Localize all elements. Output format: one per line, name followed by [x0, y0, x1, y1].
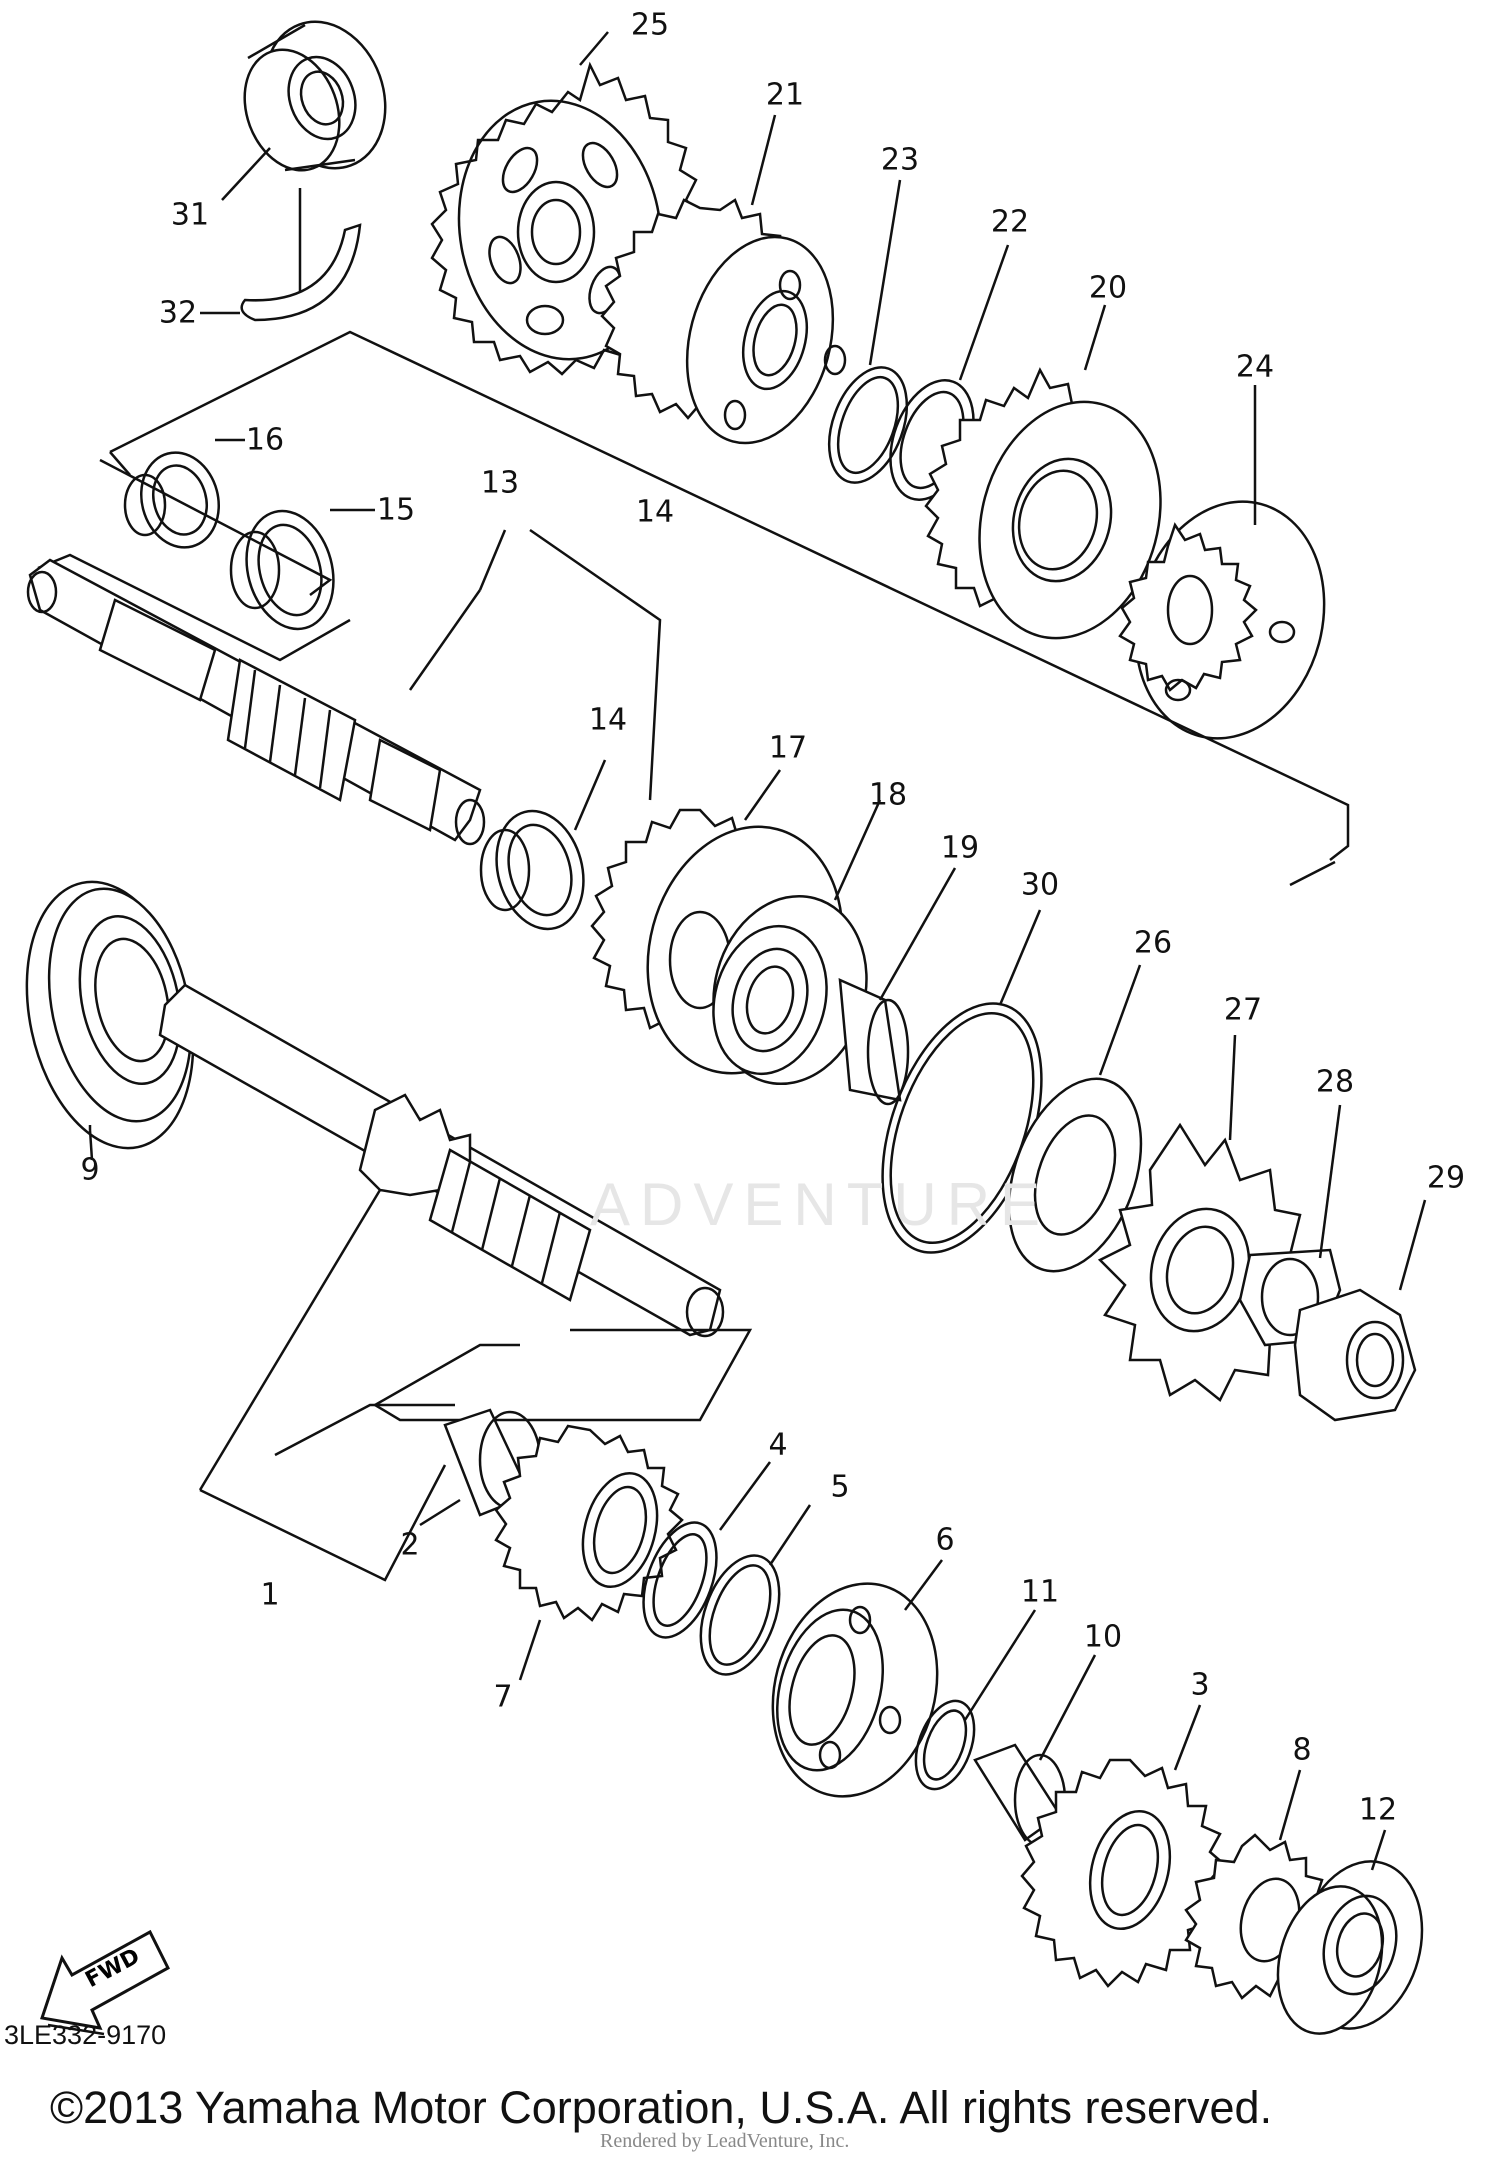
- callout-label: 24: [1235, 349, 1275, 385]
- part-24-gear: [1118, 500, 1326, 740]
- callout-label: 23: [880, 142, 920, 178]
- callout-label: 20: [1088, 270, 1128, 306]
- callout-label: 16: [245, 422, 285, 458]
- part-1-drive-axle: [158, 983, 725, 1338]
- part-26-washer: [1007, 1077, 1143, 1273]
- part-14-bushing: [479, 809, 585, 931]
- diagram-code: 3LE332-9170: [4, 2020, 167, 2050]
- callout-label: 14: [635, 494, 675, 530]
- callout-label: 4: [768, 1427, 788, 1463]
- callout-label: 26: [1133, 925, 1173, 961]
- callout-label: 29: [1426, 1160, 1466, 1196]
- part-5-circlip: [699, 1554, 781, 1676]
- part-11-washer: [914, 1699, 976, 1791]
- callout-label: 25: [630, 7, 670, 43]
- callout-label: 9: [80, 1152, 100, 1188]
- callout-label: 31: [170, 197, 210, 233]
- callout-label: 8: [1292, 1732, 1312, 1768]
- callout-label: 19: [940, 830, 980, 866]
- callout-label: 1: [260, 1577, 280, 1613]
- copyright-notice: ©2013 Yamaha Motor Corporation, U.S.A. A…: [50, 2082, 1273, 2133]
- callout-label: 6: [935, 1522, 955, 1558]
- callout-label: 30: [1020, 867, 1060, 903]
- callout-label: 10: [1083, 1619, 1123, 1655]
- callout-label: 13: [480, 465, 520, 501]
- callout-label: 15: [376, 492, 416, 528]
- part-20-gear: [924, 367, 1162, 640]
- fwd-arrow-icon: [40, 1929, 170, 2036]
- callout-label: 5: [830, 1469, 850, 1505]
- part-7-gear: [494, 1424, 684, 1622]
- callout-label: 21: [765, 77, 805, 113]
- callout-label: 17: [768, 730, 808, 766]
- callout-label: 18: [868, 777, 908, 813]
- callout-label: 22: [990, 204, 1030, 240]
- part-31-bearing: [243, 20, 387, 172]
- part-23-circlip: [827, 366, 909, 484]
- part-9-bearing: [25, 880, 195, 1150]
- callout-label: 11: [1020, 1574, 1060, 1610]
- callout-label: 12: [1358, 1792, 1398, 1828]
- watermark-text: ADVENTURE: [590, 1171, 1051, 1238]
- callout-label: 14: [588, 702, 628, 738]
- callout-label: 28: [1315, 1064, 1355, 1100]
- callout-label: 27: [1223, 992, 1263, 1028]
- callout-label: 7: [493, 1679, 513, 1715]
- part-6-gear: [771, 1582, 939, 1798]
- part-19-collar: [838, 977, 910, 1106]
- part-12-bearing: [1276, 1860, 1424, 2035]
- part-21-gear: [600, 198, 847, 445]
- part-18-bearing: [712, 894, 868, 1086]
- part-13-axle: [26, 558, 486, 846]
- callout-label: 3: [1190, 1667, 1210, 1703]
- part-15-bushing: [229, 509, 335, 631]
- assembly-bracket-upper: [109, 330, 1350, 861]
- part-3-gear: [1020, 1758, 1226, 1988]
- callout-label: 32: [158, 295, 198, 331]
- part-29-nut: [1293, 1288, 1417, 1422]
- part-4-washer: [642, 1521, 718, 1639]
- callout-label: 2: [400, 1527, 420, 1563]
- rendered-by-credit: Rendered by LeadVenture, Inc.: [600, 2130, 850, 2152]
- part-16-bushing: [123, 451, 221, 549]
- part-32-circlip: [200, 223, 362, 322]
